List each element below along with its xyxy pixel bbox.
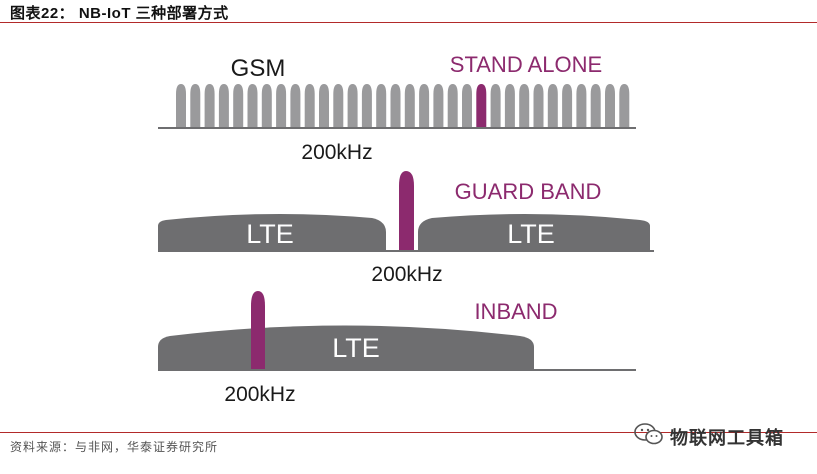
watermark: 物联网工具箱 bbox=[634, 422, 784, 451]
gsm-carrier bbox=[390, 84, 401, 128]
source-note: 资料来源：与非网，华泰证券研究所 bbox=[10, 440, 219, 454]
inband-freq-label: 200kHz bbox=[224, 383, 295, 406]
gsm-label: GSM bbox=[231, 55, 286, 82]
gsm-carrier bbox=[605, 84, 615, 128]
gsm-carrier bbox=[562, 84, 573, 128]
standalone-freq-label: 200kHz bbox=[301, 141, 372, 164]
gsm-carrier bbox=[462, 84, 472, 128]
guardband-label: GUARD BAND bbox=[455, 179, 602, 204]
gsm-carrier bbox=[447, 84, 458, 128]
guardband-nbiot-carrier bbox=[399, 171, 414, 251]
gsm-carrier bbox=[419, 84, 430, 128]
gsm-carrier bbox=[247, 84, 258, 128]
gsm-carrier bbox=[547, 84, 558, 128]
gsm-carrier bbox=[519, 84, 530, 128]
gsm-carrier bbox=[576, 84, 587, 128]
lte-right-band bbox=[418, 213, 650, 251]
gsm-carriers bbox=[176, 84, 630, 128]
gsm-carrier bbox=[261, 84, 272, 128]
gsm-carrier bbox=[590, 84, 601, 128]
header-rule bbox=[0, 22, 817, 23]
gsm-carrier bbox=[218, 84, 229, 128]
gsm-carrier bbox=[276, 84, 287, 128]
gsm-carrier bbox=[304, 84, 315, 128]
gsm-carrier bbox=[190, 84, 201, 128]
footer-rule bbox=[0, 432, 817, 433]
gsm-carrier bbox=[533, 84, 544, 128]
gsm-carrier bbox=[347, 84, 358, 128]
gsm-carrier bbox=[204, 84, 215, 128]
wechat-icon bbox=[634, 422, 664, 451]
lte-left-label: LTE bbox=[246, 219, 294, 249]
gsm-carrier bbox=[404, 84, 415, 128]
gsm-carrier bbox=[619, 84, 630, 128]
inband-nbiot-carrier bbox=[251, 291, 265, 370]
gsm-carrier bbox=[504, 84, 515, 128]
guardband-freq-label: 200kHz bbox=[371, 263, 442, 286]
gsm-carrier bbox=[376, 84, 387, 128]
gsm-carrier bbox=[433, 84, 444, 128]
gsm-carrier bbox=[176, 84, 186, 128]
gsm-carrier bbox=[333, 84, 344, 128]
gsm-carrier bbox=[290, 84, 301, 128]
watermark-text: 物联网工具箱 bbox=[670, 427, 784, 448]
inband-label: INBAND bbox=[474, 299, 557, 324]
lte-right-label: LTE bbox=[507, 219, 555, 249]
standalone-nbiot-carrier bbox=[476, 84, 487, 128]
standalone-label: STAND ALONE bbox=[450, 52, 602, 77]
lte-left-band bbox=[158, 213, 386, 251]
gsm-carrier bbox=[361, 84, 372, 128]
gsm-carrier bbox=[319, 84, 329, 128]
lte-inband-label: LTE bbox=[332, 333, 380, 363]
gsm-carrier bbox=[233, 84, 244, 128]
gsm-carrier bbox=[490, 84, 501, 128]
figure-title: 图表22： NB-IoT 三种部署方式 bbox=[10, 5, 229, 22]
